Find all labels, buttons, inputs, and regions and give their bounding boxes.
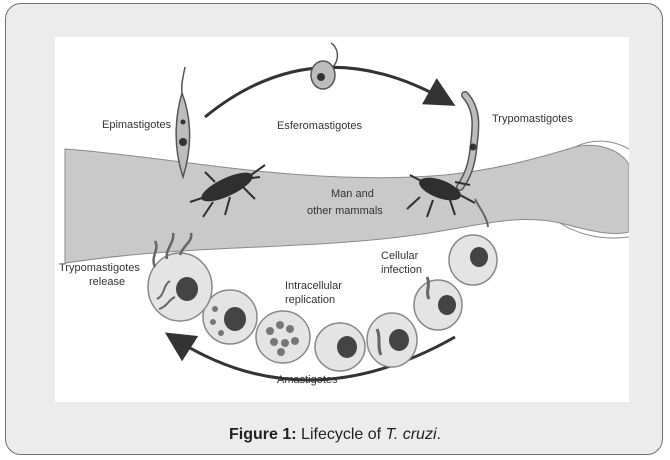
infected-cell-2: [414, 277, 462, 330]
cell-replication-1: [367, 313, 417, 367]
lifecycle-diagram: Epimastigotes Esferomastigotes Trypomast…: [55, 37, 629, 402]
epimastigote-icon: [176, 67, 190, 177]
label-epimastigotes: Epimastigotes: [102, 119, 172, 131]
caption-species: T. cruzi: [386, 426, 437, 443]
figure-caption: Figure 1: Lifecycle of T. cruzi.: [0, 426, 670, 444]
label-amastigotes: Amastigotes: [277, 374, 338, 386]
label-release-line1: Trypomastigotes: [59, 262, 140, 274]
label-host-line1: Man and: [331, 188, 374, 200]
label-trypomastigotes: Trypomastigotes: [492, 113, 573, 125]
label-host-line2: other mammals: [307, 205, 383, 217]
label-cellular-line1: Cellular: [381, 250, 419, 262]
infected-cell-1: [449, 235, 497, 285]
esferomastigote-icon: [311, 43, 337, 89]
caption-prefix: Figure 1:: [229, 426, 297, 443]
label-esferomastigotes: Esferomastigotes: [277, 120, 362, 132]
label-intracellular-line1: Intracellular: [285, 280, 342, 292]
label-cellular-line2: infection: [381, 264, 422, 276]
cell-replication-2: [315, 323, 365, 371]
label-intracellular-line2: replication: [285, 294, 335, 306]
caption-suffix: .: [437, 426, 441, 443]
cell-amastigotes: [256, 311, 310, 363]
caption-text: Lifecycle of: [297, 426, 386, 443]
label-release-line2: release: [89, 276, 125, 288]
